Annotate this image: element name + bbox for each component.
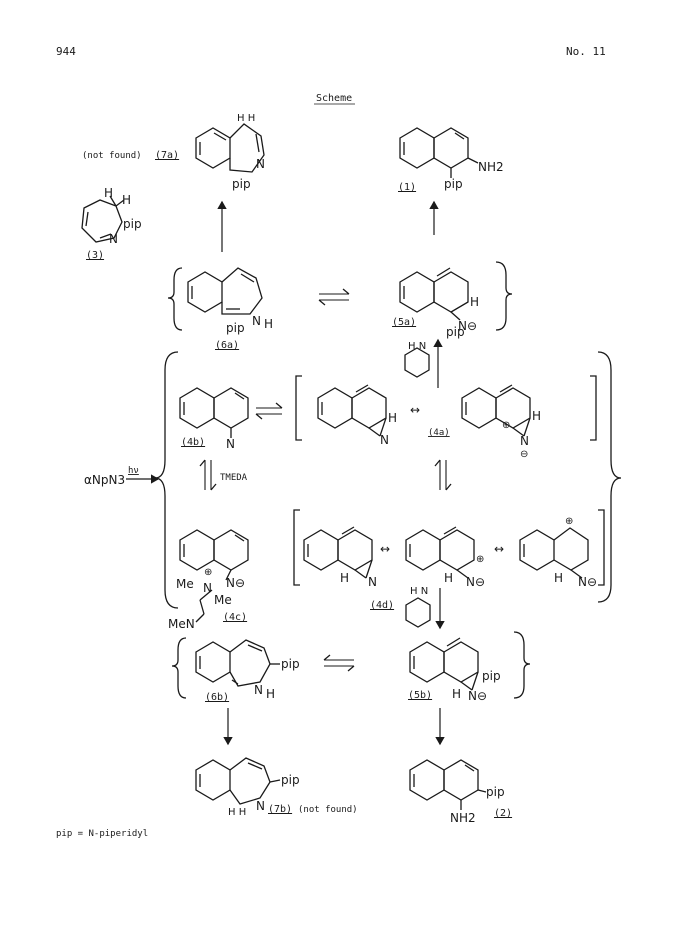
plus-charge: ⊕ (204, 567, 212, 578)
n-atom-label: N (256, 157, 265, 171)
h-label: H H (237, 113, 255, 124)
page-number: 944 (56, 45, 76, 58)
plus-charge: ⊕ (565, 516, 573, 527)
minus-charge: ⊖ (520, 449, 528, 460)
compound-2-structure (409, 759, 487, 810)
compound-4a-label: (4a) (428, 428, 450, 438)
pip-label: pip (482, 669, 501, 683)
plus-charge: ⊕ (476, 554, 484, 565)
n-atom-label: N (380, 433, 389, 447)
resonance-arrow: ↔ (410, 403, 420, 417)
dimethylamino-label: MeN (168, 617, 195, 631)
right-brace (513, 631, 531, 699)
n-minus-label: N⊖ (466, 575, 485, 589)
pip-label: pip (123, 217, 142, 231)
piperidine-structure (404, 347, 430, 378)
pip-label: pip (226, 321, 245, 335)
n-atom-label: N (203, 581, 212, 595)
n-minus-label: N⊖ (578, 575, 597, 589)
piperidine-structure (405, 597, 431, 628)
n-atom-label: N (226, 437, 235, 451)
resonance-arrow: ↔ (494, 542, 504, 556)
compound-5b-label: (5b) (408, 690, 432, 701)
right-brace (597, 351, 622, 603)
h-label: H (388, 411, 397, 425)
compound-7b-structure (195, 757, 281, 805)
compound-7b-label: (7b) (268, 804, 292, 815)
compound-1-structure (399, 127, 479, 178)
compound-5a-structure (399, 267, 469, 321)
pip-label: pip (444, 177, 463, 191)
n-minus-label: N⊖ (458, 319, 477, 333)
pip-label: pip (232, 177, 251, 191)
scheme-title: Scheme (316, 93, 352, 104)
h-label: H (470, 295, 479, 309)
methyl-label: Me (176, 577, 194, 591)
compound-4b-structure (179, 387, 249, 438)
compound-4c-label: (4c) (223, 612, 247, 623)
azide-reagent-label: αNpN3 (84, 473, 125, 487)
hn-label: H N (410, 586, 428, 597)
n-atom-label: N (109, 232, 118, 246)
compound-4d-label: (4d) (370, 600, 394, 611)
compound-6a-label: (6a) (215, 340, 239, 351)
resonance-arrow: ↔ (380, 542, 390, 556)
compound-4a-structure (317, 384, 387, 437)
hv-label: hν (128, 466, 139, 476)
hn-label: H N (408, 341, 426, 352)
h-label: H (340, 571, 349, 585)
compound-3-structure (81, 195, 125, 243)
compound-6b-label: (6b) (205, 692, 229, 703)
n-atom-label: N (368, 575, 377, 589)
pip-label: pip (486, 785, 505, 799)
pip-label: pip (281, 773, 300, 787)
h-label: H (532, 409, 541, 423)
h-label: H (266, 687, 275, 701)
methyl-label: Me (214, 593, 232, 607)
compound-6a-structure (187, 267, 263, 315)
compound-4d-structure (303, 526, 373, 579)
compound-4b-label: (4b) (181, 437, 205, 448)
right-brace (495, 261, 513, 331)
h-label: H (554, 571, 563, 585)
compound-6b-structure (195, 639, 280, 687)
left-brace (154, 351, 179, 609)
h-label: H (444, 571, 453, 585)
compound-3-label: (3) (86, 250, 104, 261)
compound-4d-zwitterion-structure (405, 526, 475, 579)
not-found-label: (not found) (82, 151, 142, 161)
compound-1-label: (1) (398, 182, 416, 193)
compound-4a-zwitterion-structure (461, 384, 531, 437)
plus-charge: ⊕ (502, 420, 510, 431)
n-atom-label: N (254, 683, 263, 697)
h-label: H H (228, 807, 246, 818)
n-atom-label: N (520, 434, 529, 448)
compound-4c-structure (179, 529, 249, 623)
n-minus-label: N⊖ (468, 689, 487, 703)
h-label: H (264, 317, 273, 331)
nh2-label: NH2 (450, 811, 476, 825)
h-label: H (122, 193, 131, 207)
n-atom-label: N (252, 314, 261, 328)
compound-5b-structure (409, 637, 479, 691)
n-minus-label: N⊖ (226, 576, 245, 590)
pip-label: pip (281, 657, 300, 671)
nh2-label: NH2 (478, 160, 504, 174)
compound-7a-label: (7a) (155, 150, 179, 161)
h-label: H (452, 687, 461, 701)
not-found-label: (not found) (298, 805, 358, 815)
n-atom-label: N (256, 799, 265, 813)
compound-4d-zwitterion-structure (519, 527, 589, 579)
compound-7a-structure (195, 123, 265, 173)
pip-label: pip (446, 325, 465, 339)
issue-number: No. 11 (566, 45, 606, 58)
left-brace (171, 637, 187, 699)
footnote: pip = N-piperidyl (56, 829, 148, 839)
compound-5a-label: (5a) (392, 317, 416, 328)
left-brace (167, 267, 183, 331)
tmeda-label: TMEDA (220, 473, 248, 483)
compound-2-label: (2) (494, 808, 512, 819)
h-label: H (104, 186, 113, 200)
